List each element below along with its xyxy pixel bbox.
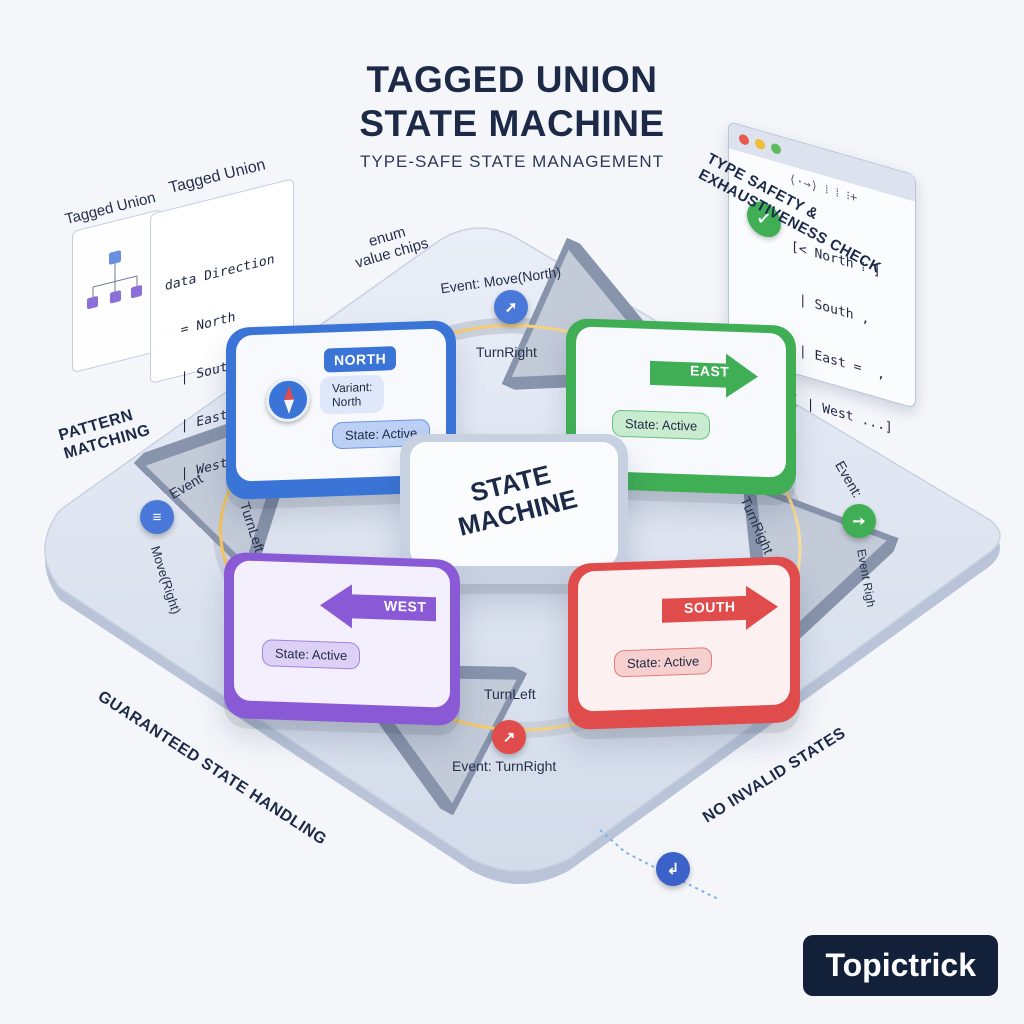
east-status: State: Active (612, 409, 711, 441)
north-variant: Variant: North (320, 374, 385, 415)
south-tag: SOUTH (684, 598, 736, 616)
event-chip-bottom[interactable]: ↲ (656, 852, 690, 886)
west-status: State: Active (262, 639, 361, 670)
event-chip-west[interactable]: ≡ (140, 500, 174, 534)
west-tag: WEST (384, 597, 427, 615)
topictrick-logo: Topictrick (803, 935, 998, 996)
east-tag: EAST (690, 362, 730, 380)
bottom-event-label: Event: TurnRight (452, 758, 557, 774)
state-card-west[interactable]: WEST State: Active (224, 551, 460, 727)
north-tag: NORTH (324, 346, 397, 373)
bottom-action-label: TurnLeft (484, 686, 536, 702)
subtitle: TYPE-SAFE STATE MANAGEMENT (359, 152, 664, 171)
tree-icon (87, 250, 142, 310)
tagged-union-panel-back (72, 208, 162, 374)
center-text: STATE MACHINE (455, 459, 581, 542)
south-status: State: Active (614, 647, 713, 678)
minimize-dot-icon (755, 137, 765, 151)
title-block: TAGGED UNION STATE MACHINE TYPE-SAFE STA… (0, 58, 1024, 172)
title-line-2: STATE MACHINE (359, 103, 665, 144)
event-chip-south[interactable]: ↗ (492, 720, 526, 754)
compass-icon (266, 377, 310, 423)
event-chip-north[interactable]: ➚ (494, 290, 528, 324)
top-action-label: TurnRight (476, 344, 537, 360)
title-line-1: TAGGED UNION (366, 59, 658, 100)
state-card-south[interactable]: SOUTH State: Active (568, 555, 800, 731)
maximize-dot-icon (771, 142, 781, 156)
event-chip-east[interactable]: ➙ (842, 504, 876, 538)
close-dot-icon (739, 133, 749, 147)
